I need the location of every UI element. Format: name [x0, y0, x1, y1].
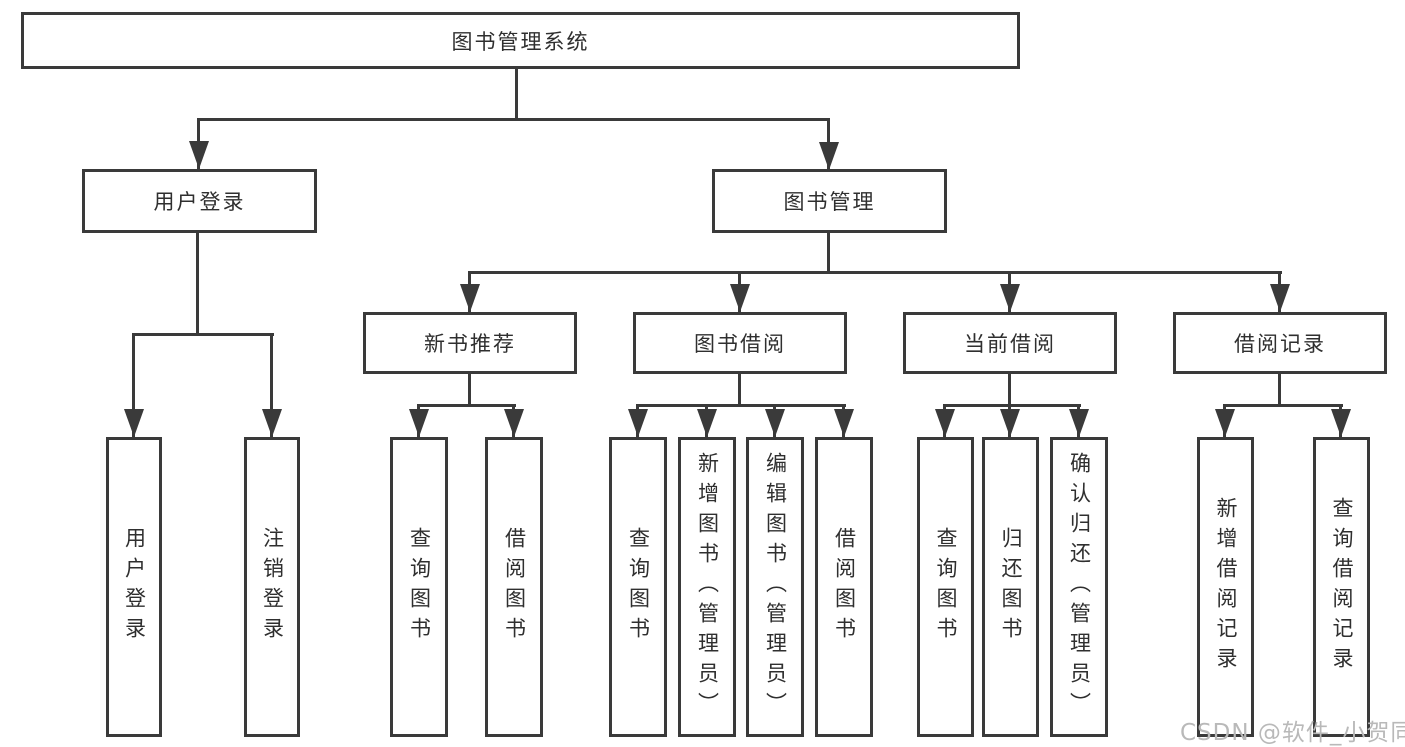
- leaf-recommend-query-books: 查询图书: [390, 437, 448, 737]
- connector-line: [132, 333, 135, 437]
- arrow-down-icon: [409, 409, 429, 437]
- leaf-label: 编辑图书（管理员）: [763, 452, 788, 722]
- connector-line: [636, 404, 846, 407]
- csdn-watermark: CSDN @软件_小贺同学: [1180, 720, 1405, 746]
- node-label: 图书管理系统: [451, 29, 590, 54]
- node-label: 新书推荐: [424, 332, 516, 356]
- leaf-records-query-borrow-record: 查询借阅记录: [1313, 437, 1370, 737]
- arrow-down-icon: [1215, 409, 1235, 437]
- leaf-label: 新增图书（管理员）: [695, 452, 720, 722]
- arrow-down-icon: [1069, 409, 1089, 437]
- connector-line: [468, 271, 1282, 274]
- arrow-down-icon: [935, 409, 955, 437]
- arrow-down-icon: [1000, 284, 1020, 312]
- connector-line: [197, 118, 830, 121]
- arrow-down-icon: [504, 409, 524, 437]
- node-book-management: 图书管理: [712, 169, 947, 233]
- arrow-down-icon: [189, 141, 209, 169]
- connector-line: [196, 233, 199, 336]
- leaf-borrow-edit-books-admin: 编辑图书（管理员）: [746, 437, 804, 737]
- arrow-down-icon: [834, 409, 854, 437]
- leaf-records-add-borrow-record: 新增借阅记录: [1197, 437, 1254, 737]
- arrow-down-icon: [730, 284, 750, 312]
- node-book-borrow: 图书借阅: [633, 312, 847, 374]
- node-new-book-recommend: 新书推荐: [363, 312, 577, 374]
- connector-line: [1223, 404, 1343, 407]
- node-label: 当前借阅: [964, 332, 1056, 356]
- leaf-user-login: 用户登录: [106, 437, 162, 737]
- connector-line: [417, 404, 516, 407]
- node-label: 借阅记录: [1234, 332, 1326, 356]
- arrow-down-icon: [628, 409, 648, 437]
- leaf-current-confirm-return-admin: 确认归还（管理员）: [1050, 437, 1108, 737]
- leaf-borrow-add-books-admin: 新增图书（管理员）: [678, 437, 736, 737]
- leaf-borrow-query-books: 查询图书: [609, 437, 667, 737]
- node-current-borrow: 当前借阅: [903, 312, 1117, 374]
- leaf-borrow-borrow-books: 借阅图书: [815, 437, 873, 737]
- connector-line: [132, 333, 274, 336]
- leaf-label: 查询图书: [407, 527, 432, 647]
- arrow-down-icon: [1331, 409, 1351, 437]
- arrow-down-icon: [1270, 284, 1290, 312]
- connector-line: [270, 333, 273, 437]
- node-borrow-records: 借阅记录: [1173, 312, 1387, 374]
- leaf-label: 查询图书: [626, 527, 651, 647]
- leaf-label: 新增借阅记录: [1214, 497, 1238, 677]
- leaf-label: 查询图书: [934, 527, 958, 647]
- leaf-recommend-borrow-books: 借阅图书: [485, 437, 543, 737]
- node-user-login: 用户登录: [82, 169, 317, 233]
- arrow-down-icon: [262, 409, 282, 437]
- leaf-label: 确认归还（管理员）: [1067, 452, 1092, 722]
- leaf-label: 借阅图书: [832, 527, 857, 647]
- arrow-down-icon: [1000, 409, 1020, 437]
- node-label: 用户登录: [153, 190, 246, 214]
- leaf-label: 借阅图书: [502, 527, 527, 647]
- leaf-logout-login: 注销登录: [244, 437, 300, 737]
- arrow-down-icon: [697, 409, 717, 437]
- arrow-down-icon: [819, 142, 839, 170]
- connector-line: [468, 374, 471, 407]
- arrow-down-icon: [460, 284, 480, 312]
- leaf-label: 查询借阅记录: [1330, 497, 1354, 677]
- node-label: 图书管理: [783, 190, 876, 214]
- arrow-down-icon: [765, 409, 785, 437]
- connector-line: [943, 404, 1081, 407]
- leaf-label: 归还图书: [999, 527, 1023, 647]
- node-label: 图书借阅: [694, 332, 786, 356]
- leaf-label: 用户登录: [122, 527, 147, 647]
- connector-line: [738, 374, 741, 407]
- connector-line: [1278, 374, 1281, 407]
- connector-line: [515, 69, 518, 120]
- leaf-label: 注销登录: [260, 527, 285, 647]
- leaf-current-return-books: 归还图书: [982, 437, 1039, 737]
- leaf-current-query-books: 查询图书: [917, 437, 974, 737]
- node-library-management-system: 图书管理系统: [21, 12, 1020, 69]
- arrow-down-icon: [124, 409, 144, 437]
- connector-line: [827, 233, 830, 274]
- connector-line: [1008, 374, 1011, 407]
